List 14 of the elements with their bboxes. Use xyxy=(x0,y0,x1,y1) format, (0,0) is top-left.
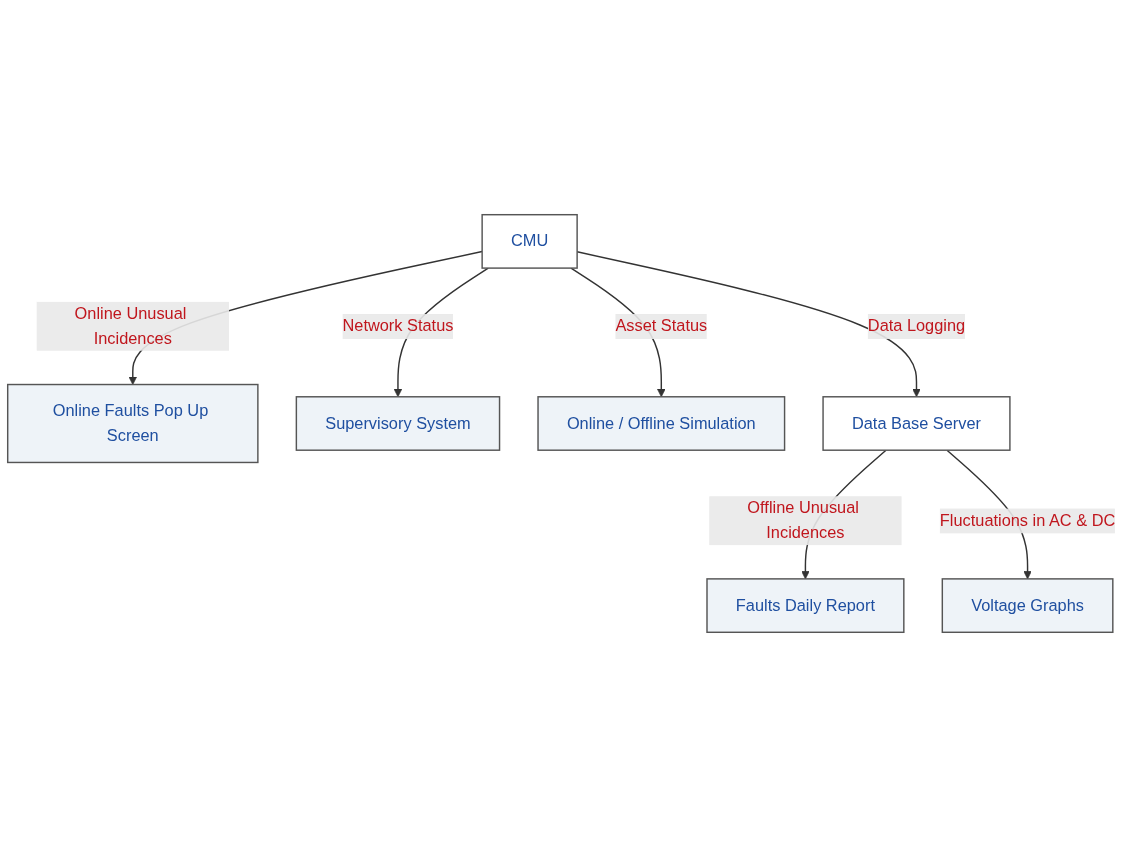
edge-label: Fluctuations in AC & DC xyxy=(939,511,1116,530)
node-box: CMU xyxy=(481,214,578,269)
edge-label: Asset Status xyxy=(615,316,708,336)
node-box: Online Faults Pop Up Screen xyxy=(7,383,259,464)
node-box: Faults Daily Report xyxy=(706,578,905,633)
arrow xyxy=(128,250,483,385)
node-box: Online / Offline Simulation xyxy=(537,396,786,451)
edge-label: Offline Unusual Incidences xyxy=(747,499,859,542)
node-box: Data Base Server xyxy=(822,396,1011,451)
edge-label: Online Unusual Incidences xyxy=(74,304,187,348)
edge-label: Network Status xyxy=(342,316,454,336)
edge-label: Data Logging xyxy=(867,316,966,336)
node-box: Supervisory System xyxy=(295,396,501,451)
node-box: Voltage Graphs xyxy=(941,578,1114,633)
